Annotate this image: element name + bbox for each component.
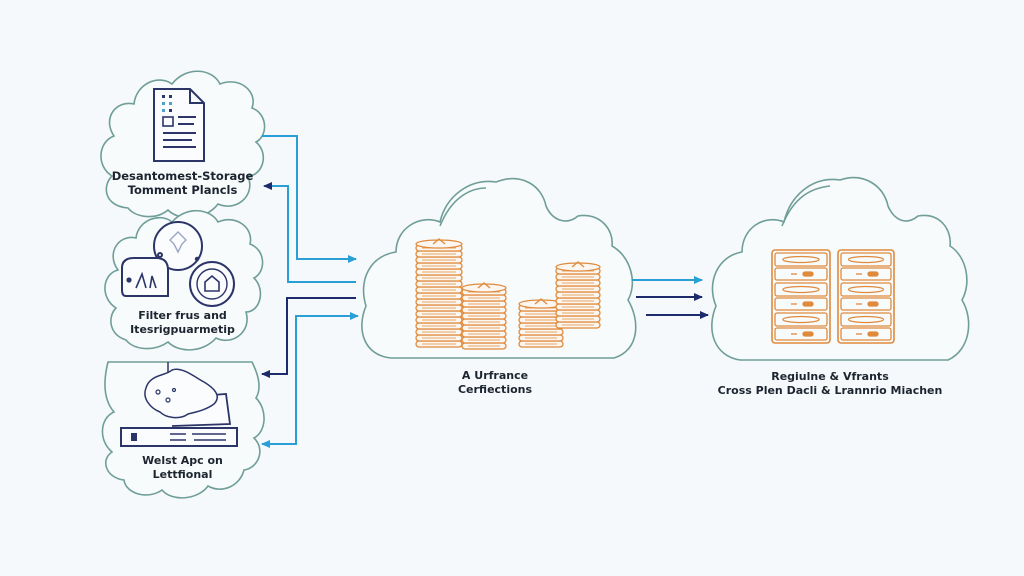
coin-emblem xyxy=(432,238,446,245)
coin-stack xyxy=(461,282,507,350)
hub-node-central-cloud[interactable] xyxy=(361,177,637,359)
label-line: Cross Plen Dacli & Lrannrio Miachen xyxy=(717,384,943,397)
label-line: Regiulne & Vfrants xyxy=(771,370,889,383)
connectors-left xyxy=(261,135,359,448)
source-label-document-storage: Desantomest-Storage Tomment Plancls xyxy=(100,169,265,197)
rack-unit xyxy=(840,312,892,341)
label-line: A Urfrance xyxy=(461,369,529,382)
linked-circles-icon xyxy=(121,221,235,307)
cloud-outline xyxy=(711,176,970,361)
rack-unit xyxy=(774,312,828,341)
coin-top xyxy=(461,283,507,293)
label-line: Itesrigpuarmetip xyxy=(130,323,235,336)
label-line: Desantomest-Storage xyxy=(111,169,254,183)
coin-emblem xyxy=(534,298,548,305)
connectors-right xyxy=(632,276,709,319)
connector-hub-to-doc xyxy=(263,182,356,283)
rack-frame xyxy=(771,249,831,344)
cloud-inner-arc xyxy=(781,185,831,227)
destination-label: Regiulne & Vfrants Cross Plen Dacli & Lr… xyxy=(700,370,960,398)
source-label-web-apps: Welst Apc on Lettfional xyxy=(100,454,265,482)
label-line: Filter frus and xyxy=(138,309,227,322)
hub-label: A Urfrance Cerfiections xyxy=(420,369,570,397)
rack-unit xyxy=(774,282,828,311)
connector-hub-to-web-dark xyxy=(261,297,356,378)
rack-unit xyxy=(840,252,892,281)
label-line: Lettfional xyxy=(152,468,213,481)
rack-unit xyxy=(840,282,892,311)
rack-unit xyxy=(774,252,828,281)
coin-top xyxy=(555,262,601,272)
label-line: Cerfiections xyxy=(457,383,533,396)
coin-stack xyxy=(415,238,463,348)
label-line: Welst Apc on xyxy=(142,454,223,467)
coin-top xyxy=(415,239,463,249)
source-node-filter-files[interactable] xyxy=(104,209,264,351)
server-rack-icon xyxy=(771,249,895,344)
cloud-outline xyxy=(104,209,264,351)
coin-stack xyxy=(518,298,564,348)
cloud-inner-arc xyxy=(439,187,487,227)
coin-emblem xyxy=(571,261,585,268)
destination-node[interactable] xyxy=(711,176,970,361)
coin-stack xyxy=(555,261,601,329)
connector-doc-to-hub xyxy=(262,135,357,263)
source-label-filter-files: Filter frus and Itesrigpuarmetip xyxy=(100,309,265,337)
connector-hub-to-web-light xyxy=(261,315,356,448)
server-upload-icon xyxy=(120,362,238,447)
label-line: Tomment Plancls xyxy=(127,183,238,197)
source-node-document-storage[interactable] xyxy=(100,70,266,219)
document-icon xyxy=(153,88,205,162)
coin-emblem xyxy=(477,282,491,289)
source-node-web-apps[interactable] xyxy=(101,361,265,499)
rack-frame xyxy=(837,249,895,344)
database-stacks-icon xyxy=(415,238,601,350)
